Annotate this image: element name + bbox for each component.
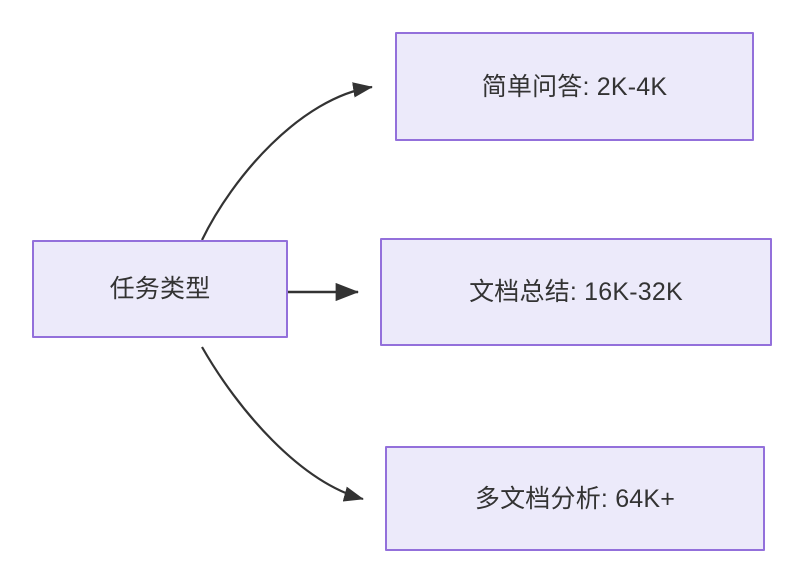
node-multi-doc[interactable]: 多文档分析: 64K+ [385, 446, 765, 551]
edge-to-simple-qa [201, 82, 373, 241]
node-simple-qa[interactable]: 简单问答: 2K-4K [395, 32, 754, 141]
node-doc-summary-label: 文档总结: 16K-32K [469, 278, 683, 306]
node-doc-summary[interactable]: 文档总结: 16K-32K [380, 238, 772, 346]
node-task-type-label: 任务类型 [109, 275, 211, 303]
node-multi-doc-label: 多文档分析: 64K+ [474, 484, 676, 513]
node-simple-qa-label: 简单问答: 2K-4K [481, 72, 668, 101]
edge-to-multi-doc [201, 346, 364, 502]
node-task-type[interactable]: 任务类型 [32, 240, 288, 338]
